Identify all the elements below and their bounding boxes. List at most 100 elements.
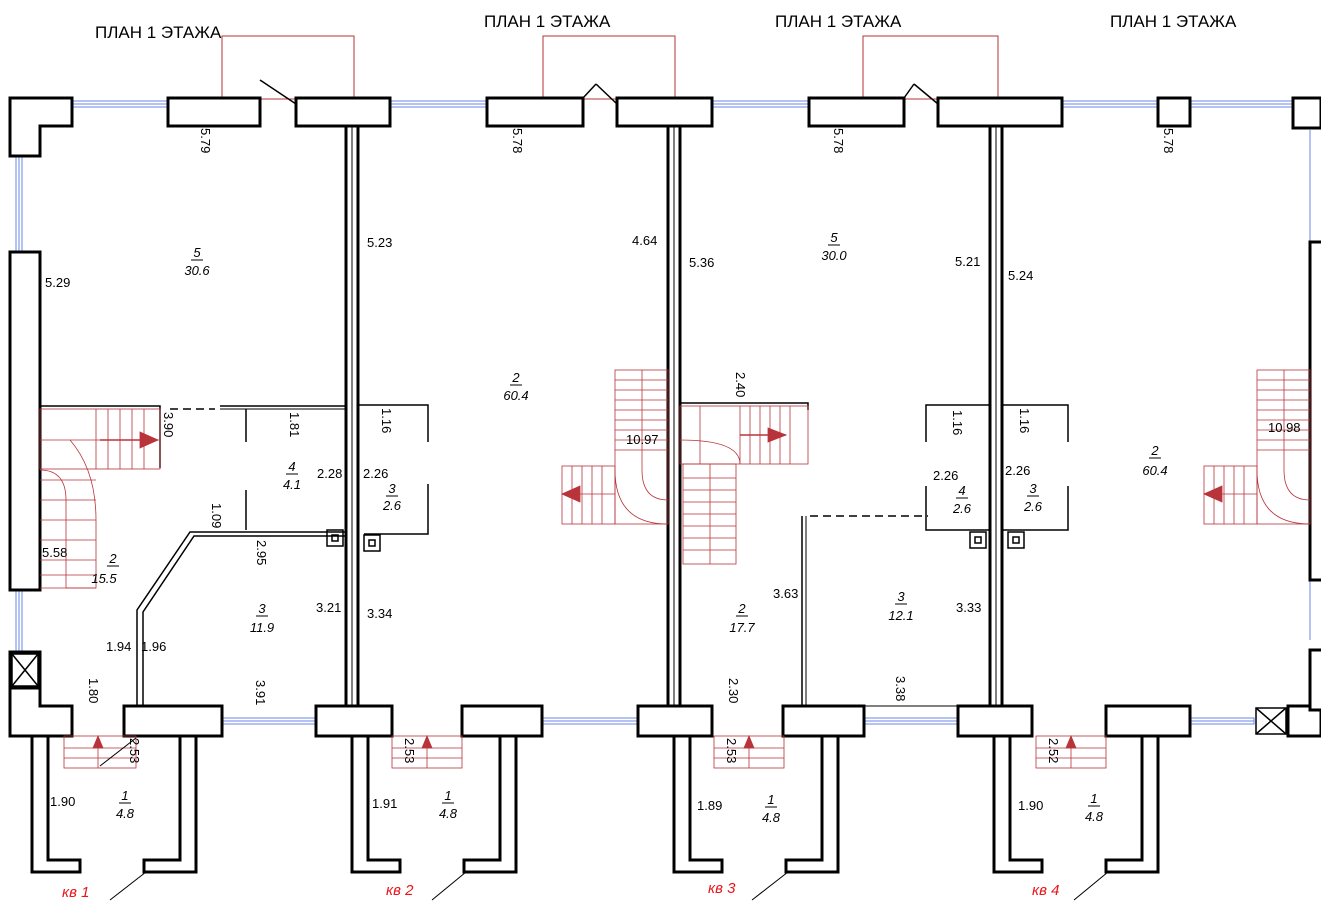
dimension-label: 2.52 xyxy=(1046,738,1061,763)
dimension-label: 2.26 xyxy=(363,466,388,481)
dimension-label: 1.16 xyxy=(379,408,394,433)
dimension-label: 1.94 xyxy=(106,639,131,654)
dimension-label: 2.28 xyxy=(317,466,342,481)
dimension-label: 5.21 xyxy=(955,254,980,269)
ventilation-shafts xyxy=(11,529,1287,735)
plan-title-3: ПЛАН 1 ЭТАЖА xyxy=(775,12,902,31)
room-label: 215.5 xyxy=(91,551,119,586)
dimension-label: 5.58 xyxy=(42,545,67,560)
dimension-label: 2.53 xyxy=(402,738,417,763)
dimension-label: 5.78 xyxy=(1161,128,1176,153)
dimension-label: 5.24 xyxy=(1008,268,1033,283)
plan-title-4: ПЛАН 1 ЭТАЖА xyxy=(1110,12,1237,31)
svg-text:4.8: 4.8 xyxy=(439,806,458,821)
room-label: 260.4 xyxy=(503,370,528,403)
dimension-label: 5.23 xyxy=(367,235,392,250)
svg-text:2.6: 2.6 xyxy=(382,498,402,513)
room-label: 14.8 xyxy=(1085,791,1104,824)
svg-text:4.8: 4.8 xyxy=(116,806,135,821)
apartment-labels: кв 1 кв 2 кв 3 кв 4 xyxy=(62,880,1059,901)
room-label: 312.1 xyxy=(888,589,913,623)
svg-text:1: 1 xyxy=(767,792,774,807)
svg-text:3: 3 xyxy=(258,601,266,616)
svg-text:17.7: 17.7 xyxy=(729,620,755,635)
dimension-label: 10.98 xyxy=(1268,420,1301,435)
dimension-label: 4.64 xyxy=(632,233,657,248)
svg-text:3: 3 xyxy=(388,481,396,496)
plan-title-2: ПЛАН 1 ЭТАЖА xyxy=(484,12,611,31)
dimension-label: 2.95 xyxy=(254,540,269,565)
room-labels: 530.6 215.5 44.1 311.9 14.8 260.4 32.6 1… xyxy=(91,230,1167,825)
svg-text:2: 2 xyxy=(108,551,117,566)
svg-text:3: 3 xyxy=(897,589,905,604)
svg-text:11.9: 11.9 xyxy=(250,620,274,635)
windows xyxy=(15,100,1311,867)
dimension-label: 5.29 xyxy=(45,275,70,290)
dimension-label: 5.79 xyxy=(198,128,213,153)
dimension-label: 1.16 xyxy=(1017,408,1032,433)
dimension-label: 1.91 xyxy=(372,796,397,811)
apartment-label-4: кв 4 xyxy=(1032,882,1059,899)
room-label: 32.6 xyxy=(382,481,402,513)
svg-text:30.0: 30.0 xyxy=(821,248,847,263)
dimension-label: 1.80 xyxy=(86,678,101,703)
dimension-label: 3.63 xyxy=(773,586,798,601)
room-label: 14.8 xyxy=(116,788,135,821)
dimension-label: 5.78 xyxy=(831,128,846,153)
room-label: 44.1 xyxy=(283,459,301,492)
room-label: 14.8 xyxy=(762,792,781,825)
dimension-label: 3.38 xyxy=(893,676,908,701)
dimension-label: 3.91 xyxy=(253,680,268,705)
svg-text:1: 1 xyxy=(444,788,451,803)
room-label: 311.9 xyxy=(250,601,274,635)
svg-text:60.4: 60.4 xyxy=(503,388,528,403)
svg-text:15.5: 15.5 xyxy=(91,571,117,586)
svg-text:5: 5 xyxy=(830,230,838,245)
dimension-label: 1.16 xyxy=(950,410,965,435)
svg-text:2: 2 xyxy=(511,370,520,385)
svg-text:2: 2 xyxy=(737,601,746,616)
dimension-label: 3.90 xyxy=(161,412,176,437)
room-label: 530.0 xyxy=(821,230,847,263)
room-label: 217.7 xyxy=(729,601,755,635)
svg-text:5: 5 xyxy=(193,245,201,260)
interior-partitions xyxy=(40,79,1069,707)
svg-text:1: 1 xyxy=(1090,791,1097,806)
dimension-label: 3.21 xyxy=(316,600,341,615)
svg-text:30.6: 30.6 xyxy=(184,263,210,278)
staircases xyxy=(39,369,1311,769)
dimension-label: 2.53 xyxy=(724,738,739,763)
dimension-label: 1.90 xyxy=(50,794,75,809)
dimension-label: 2.30 xyxy=(726,678,741,703)
room-label: 530.6 xyxy=(184,245,210,278)
svg-text:2: 2 xyxy=(1150,443,1159,458)
dimension-label: 3.33 xyxy=(956,600,981,615)
apartment-label-1: кв 1 xyxy=(62,884,89,901)
room-label: 42.6 xyxy=(952,483,972,516)
svg-text:4.8: 4.8 xyxy=(1085,809,1104,824)
dimension-label: 2.26 xyxy=(933,468,958,483)
dimension-label: 10.97 xyxy=(626,432,659,447)
svg-text:60.4: 60.4 xyxy=(1142,463,1167,478)
svg-text:1: 1 xyxy=(121,788,128,803)
svg-text:3: 3 xyxy=(1029,481,1037,496)
svg-text:2.6: 2.6 xyxy=(1023,499,1043,514)
dimension-label: 1.81 xyxy=(287,412,302,437)
apartment-label-3: кв 3 xyxy=(708,880,736,897)
room-label: 32.6 xyxy=(1023,481,1043,514)
svg-text:4.1: 4.1 xyxy=(283,477,301,492)
dimension-label: 3.34 xyxy=(367,606,392,621)
dimension-label: 1.96 xyxy=(141,639,166,654)
dimension-label: 2.26 xyxy=(1005,463,1030,478)
entrance-canopies xyxy=(221,35,999,100)
room-label: 14.8 xyxy=(439,788,458,821)
svg-text:4: 4 xyxy=(288,459,295,474)
exterior-walls xyxy=(8,96,1321,738)
dimension-labels-horizontal: 5.29 5.23 4.64 5.36 5.21 5.24 10.97 10.9… xyxy=(42,233,1301,813)
dimension-label: 1.09 xyxy=(209,503,224,528)
apartment-label-2: кв 2 xyxy=(386,882,414,899)
dimension-label: 1.89 xyxy=(697,798,722,813)
dimension-label: 2.53 xyxy=(127,738,142,763)
dimension-label: 5.78 xyxy=(510,128,525,153)
